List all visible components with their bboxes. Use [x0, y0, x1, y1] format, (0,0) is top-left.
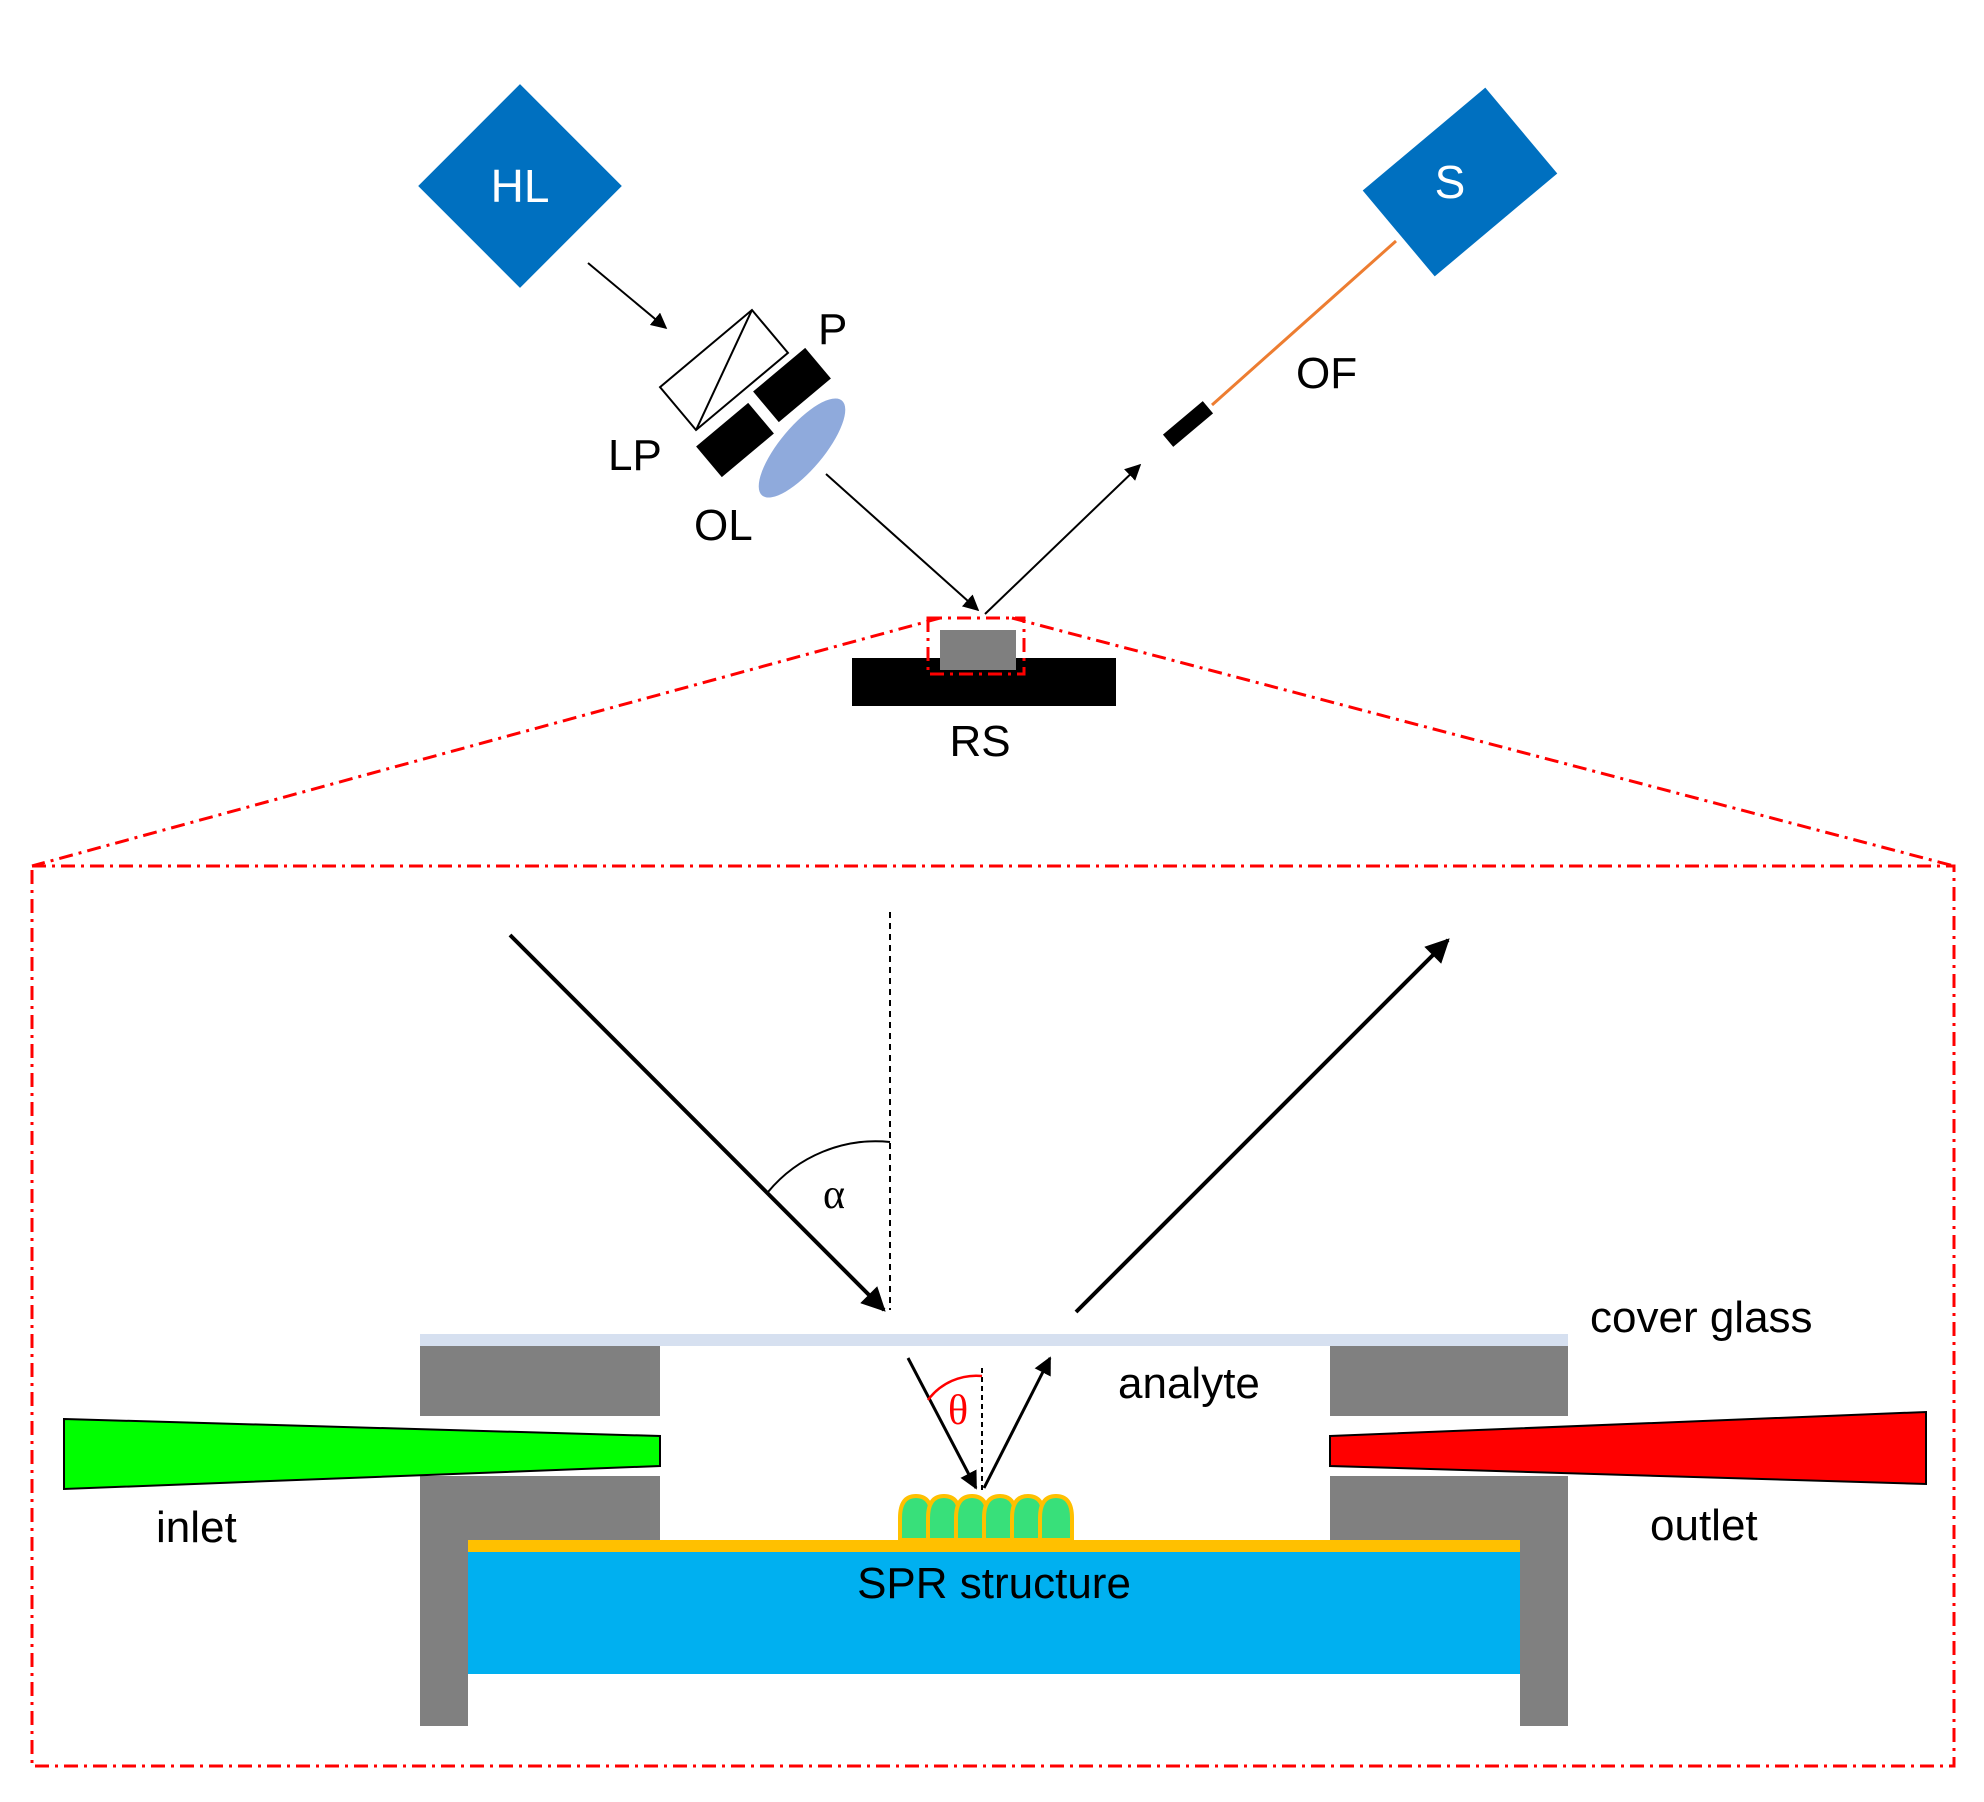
inner-incident-ray [906, 1357, 978, 1490]
incident-ray [508, 933, 886, 1312]
zoom-line-right [1011, 616, 1955, 868]
incident-angle-arc [767, 1140, 891, 1193]
outlet-tube [1329, 1410, 1927, 1486]
outlet-label: outlet [1650, 1501, 1758, 1550]
gold-film [468, 1540, 1520, 1552]
halogen-lamp: HL [418, 84, 622, 288]
nanostructure-grating [898, 1493, 1074, 1542]
incident-angle-label: α [823, 1172, 845, 1218]
reflected-ray [1074, 938, 1450, 1314]
spectrometer-label: S [1435, 156, 1466, 208]
spr-structure-label: SPR structure [857, 1559, 1131, 1608]
objective-lens [758, 398, 846, 498]
right-wall-mid [1330, 1476, 1568, 1540]
zoom-line-left [31, 616, 941, 868]
analyte-label: analyte [1118, 1359, 1260, 1408]
optical-fiber [1211, 239, 1397, 407]
inner-reflected-ray [982, 1356, 1052, 1489]
left-wall-top [420, 1346, 660, 1416]
inlet-tube [63, 1417, 661, 1491]
optical-fiber-label: OF [1296, 349, 1357, 398]
right-wall-bottom [1520, 1540, 1568, 1726]
resonance-angle-label: θ [948, 1388, 968, 1434]
sample-chip [940, 630, 1016, 670]
left-wall-bottom [420, 1540, 468, 1726]
reflected-beam-arrow [984, 463, 1142, 615]
right-wall-top [1330, 1346, 1568, 1416]
objective-lens-label: OL [694, 501, 753, 550]
linear-polarizer-label: LP [608, 431, 662, 480]
halogen-lamp-label: HL [491, 160, 550, 212]
incident-beam-arrow [587, 262, 668, 330]
left-wall-mid [420, 1476, 660, 1540]
inlet-label: inlet [156, 1503, 237, 1552]
fiber-tip [1162, 401, 1214, 447]
spectrometer: S [1362, 87, 1558, 277]
rotation-stage-label: RS [949, 717, 1010, 766]
polarizer-label: P [818, 305, 847, 354]
cover-glass-label: cover glass [1590, 1293, 1813, 1342]
focused-beam-arrow [825, 473, 980, 612]
zoom-frame [30, 864, 1956, 1768]
spr-substrate [468, 1552, 1520, 1674]
cover-glass [420, 1334, 1568, 1346]
zoom-source-box [926, 616, 1026, 676]
resonance-angle-arc [926, 1374, 983, 1401]
objective-block [696, 402, 774, 478]
linear-polarizer [658, 308, 790, 432]
polarizer-block [753, 347, 831, 423]
